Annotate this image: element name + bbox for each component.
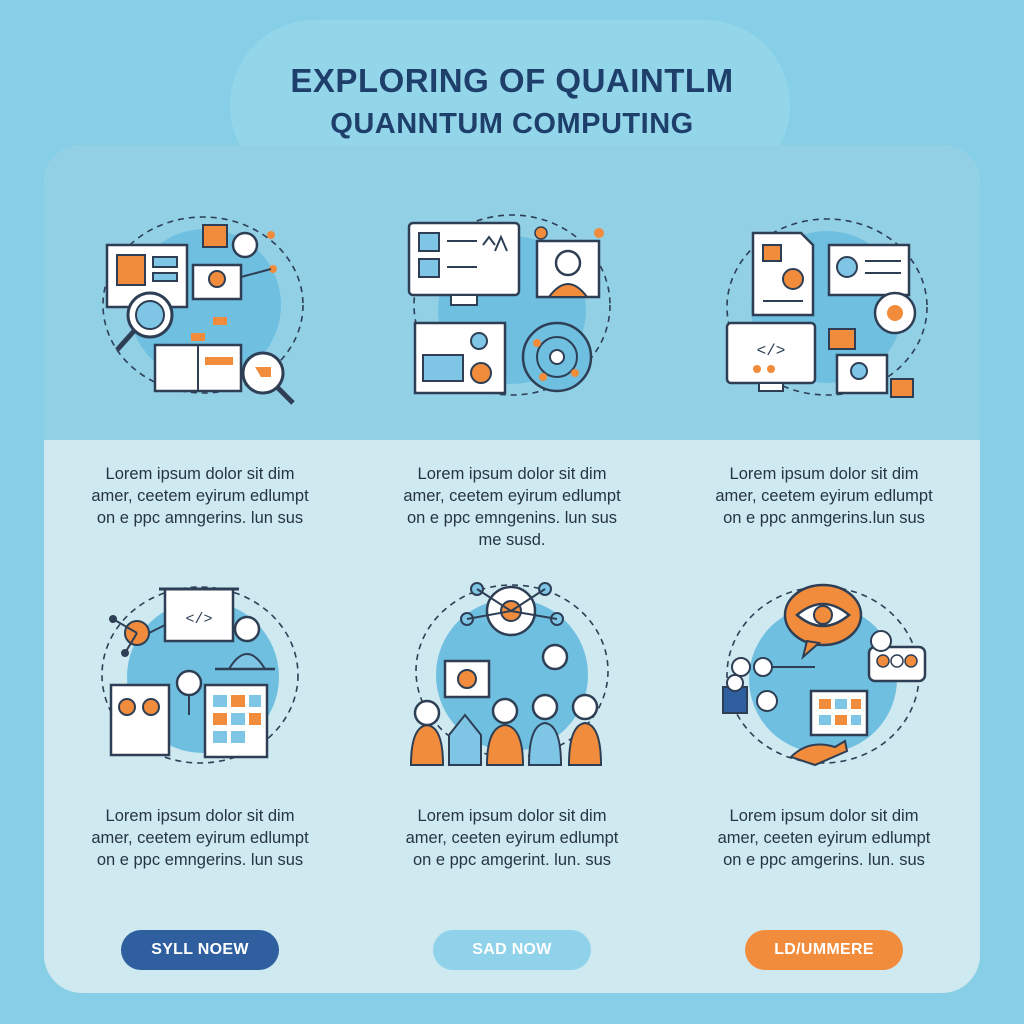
- network-team-icon: [409, 582, 609, 766]
- research-study-icon: [102, 216, 304, 405]
- feature-cell-4: </>: [44, 565, 356, 825]
- feature-cell-5: [356, 565, 668, 825]
- page-subtitle: QUANNTUM COMPUTING: [330, 108, 694, 140]
- syll-noew-button[interactable]: SYLL NOEW: [121, 930, 279, 970]
- feature-cell-2: [356, 195, 668, 455]
- feature-cell-3: </>: [668, 195, 980, 455]
- vision-collaboration-icon: [722, 583, 927, 767]
- developer-presentation-icon: </>: [101, 586, 299, 764]
- ld-ummere-button[interactable]: LD/UMMERE: [745, 930, 903, 970]
- sad-now-button[interactable]: SAD NOW: [433, 930, 591, 970]
- quantum-workstation-icon: [407, 214, 611, 396]
- document-code-icon: </>: [725, 218, 928, 398]
- svg-text:</>: </>: [185, 611, 212, 628]
- feature-cell-1: [44, 195, 356, 455]
- feature-cell-6: [668, 565, 980, 825]
- page-title: EXPLORING OF QUAINTLM: [290, 62, 734, 99]
- svg-text:</>: </>: [757, 342, 786, 360]
